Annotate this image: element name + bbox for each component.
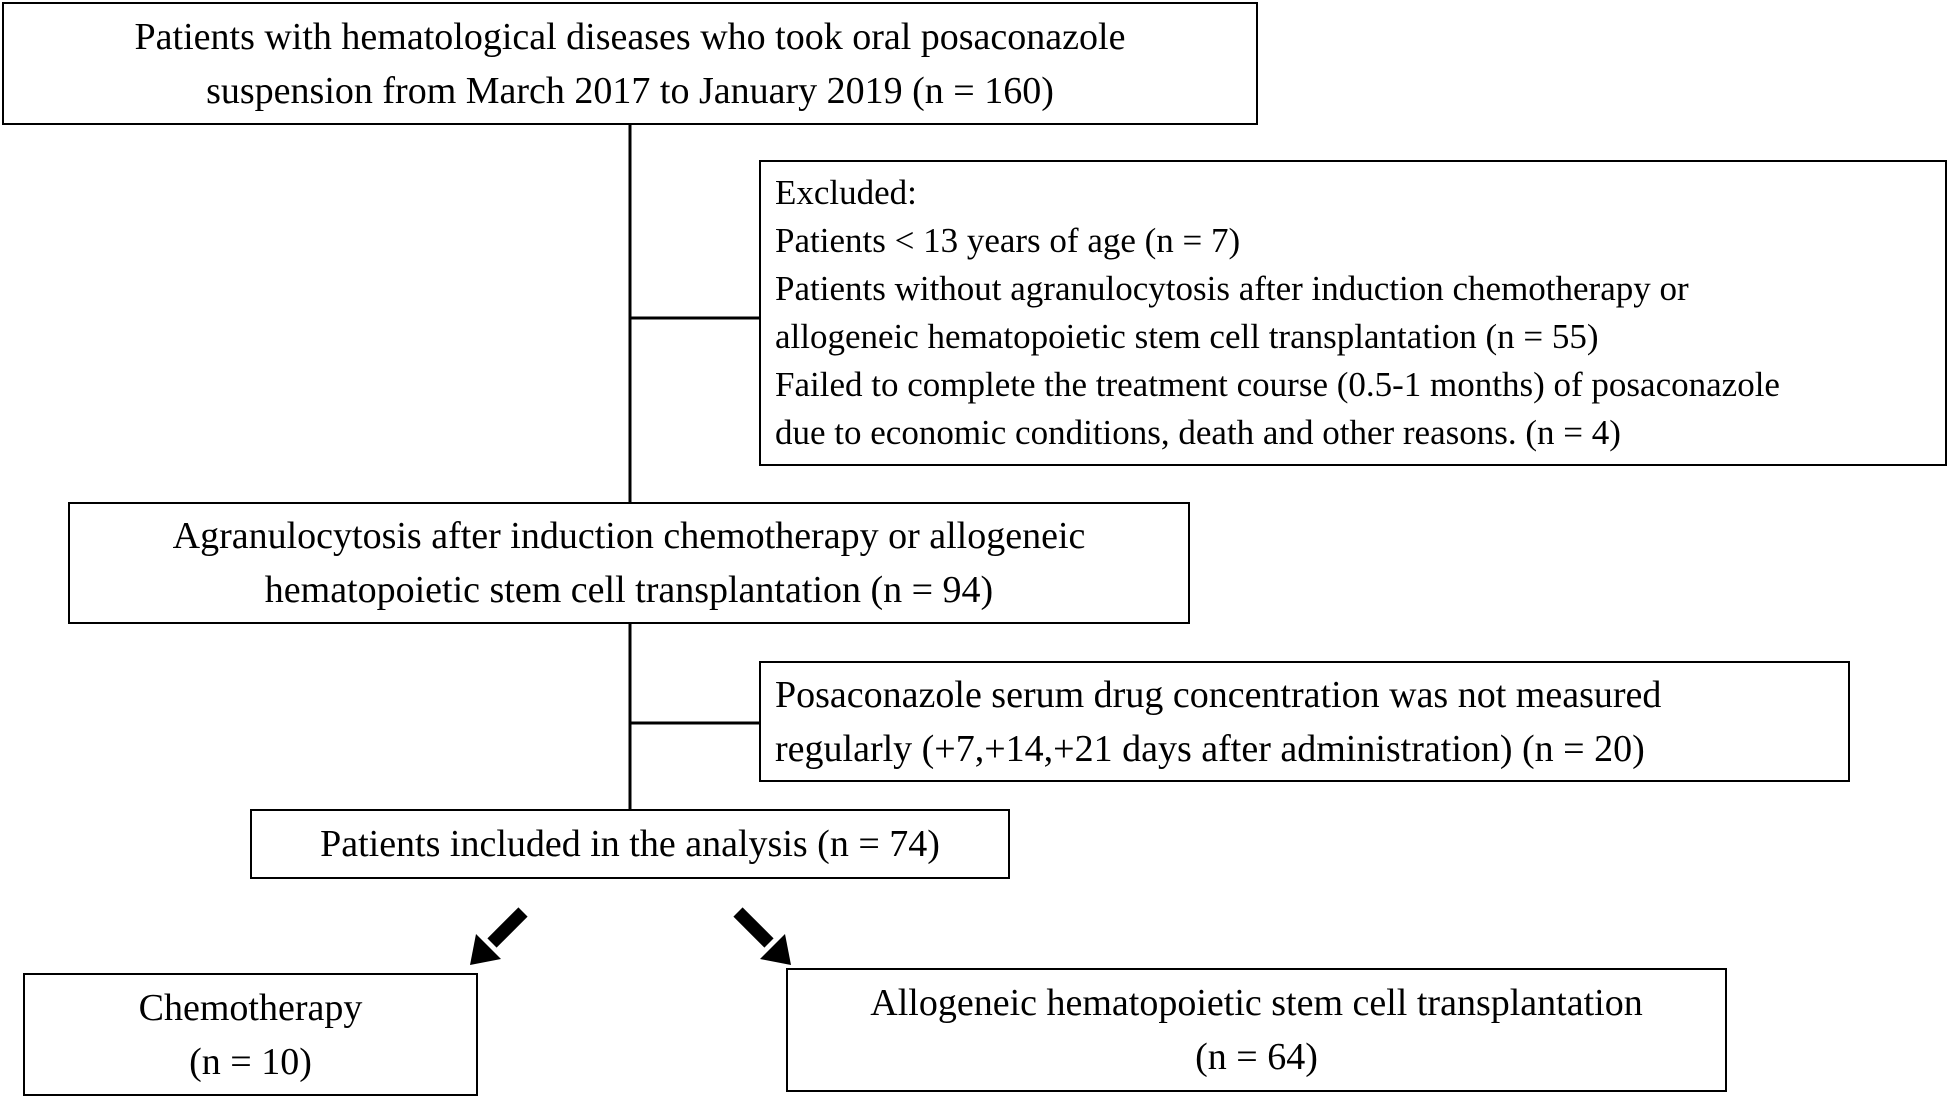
excluded-incomplete-line-2: due to economic conditions, death and ot… (775, 413, 1621, 452)
start-population-box: Patients with hematological diseases who… (2, 2, 1258, 125)
transplantation-box: Allogeneic hematopoietic stem cell trans… (786, 968, 1727, 1092)
not-measured-line-1: Posaconazole serum drug concentration wa… (775, 673, 1662, 716)
chemotherapy-line-2: (n = 10) (189, 1040, 312, 1083)
excluded-agranulocytosis-line-2: allogeneic hematopoietic stem cell trans… (775, 317, 1599, 356)
included-line: Patients included in the analysis (n = 7… (320, 823, 940, 865)
chemotherapy-box: Chemotherapy (n = 10) (23, 973, 478, 1096)
start-line-1: Patients with hematological diseases who… (134, 15, 1126, 58)
excluded-age: Patients < 13 years of age (n = 7) (775, 221, 1241, 260)
included-box: Patients included in the analysis (n = 7… (250, 809, 1010, 879)
arrow-left-down-icon (470, 907, 528, 965)
start-line-2: suspension from March 2017 to January 20… (206, 69, 1054, 112)
agranulocytosis-line-2: hematopoietic stem cell transplantation … (264, 569, 994, 611)
transplantation-line-1: Allogeneic hematopoietic stem cell trans… (870, 982, 1643, 1024)
not-measured-line-2: regularly (+7,+14,+21 days after adminis… (775, 727, 1645, 770)
not-measured-box: Posaconazole serum drug concentration wa… (759, 661, 1850, 782)
agranulocytosis-line-1: Agranulocytosis after induction chemothe… (172, 515, 1086, 557)
excluded-box: Excluded: Patients < 13 years of age (n … (759, 160, 1947, 466)
chemotherapy-line-1: Chemotherapy (138, 986, 363, 1029)
excluded-heading: Excluded: (775, 173, 917, 212)
excluded-incomplete-line-1: Failed to complete the treatment course … (775, 365, 1780, 404)
transplantation-line-2: (n = 64) (1195, 1036, 1318, 1078)
agranulocytosis-box: Agranulocytosis after induction chemothe… (68, 502, 1190, 624)
excluded-agranulocytosis-line-1: Patients without agranulocytosis after i… (775, 269, 1689, 308)
arrow-right-down-icon (733, 907, 791, 965)
